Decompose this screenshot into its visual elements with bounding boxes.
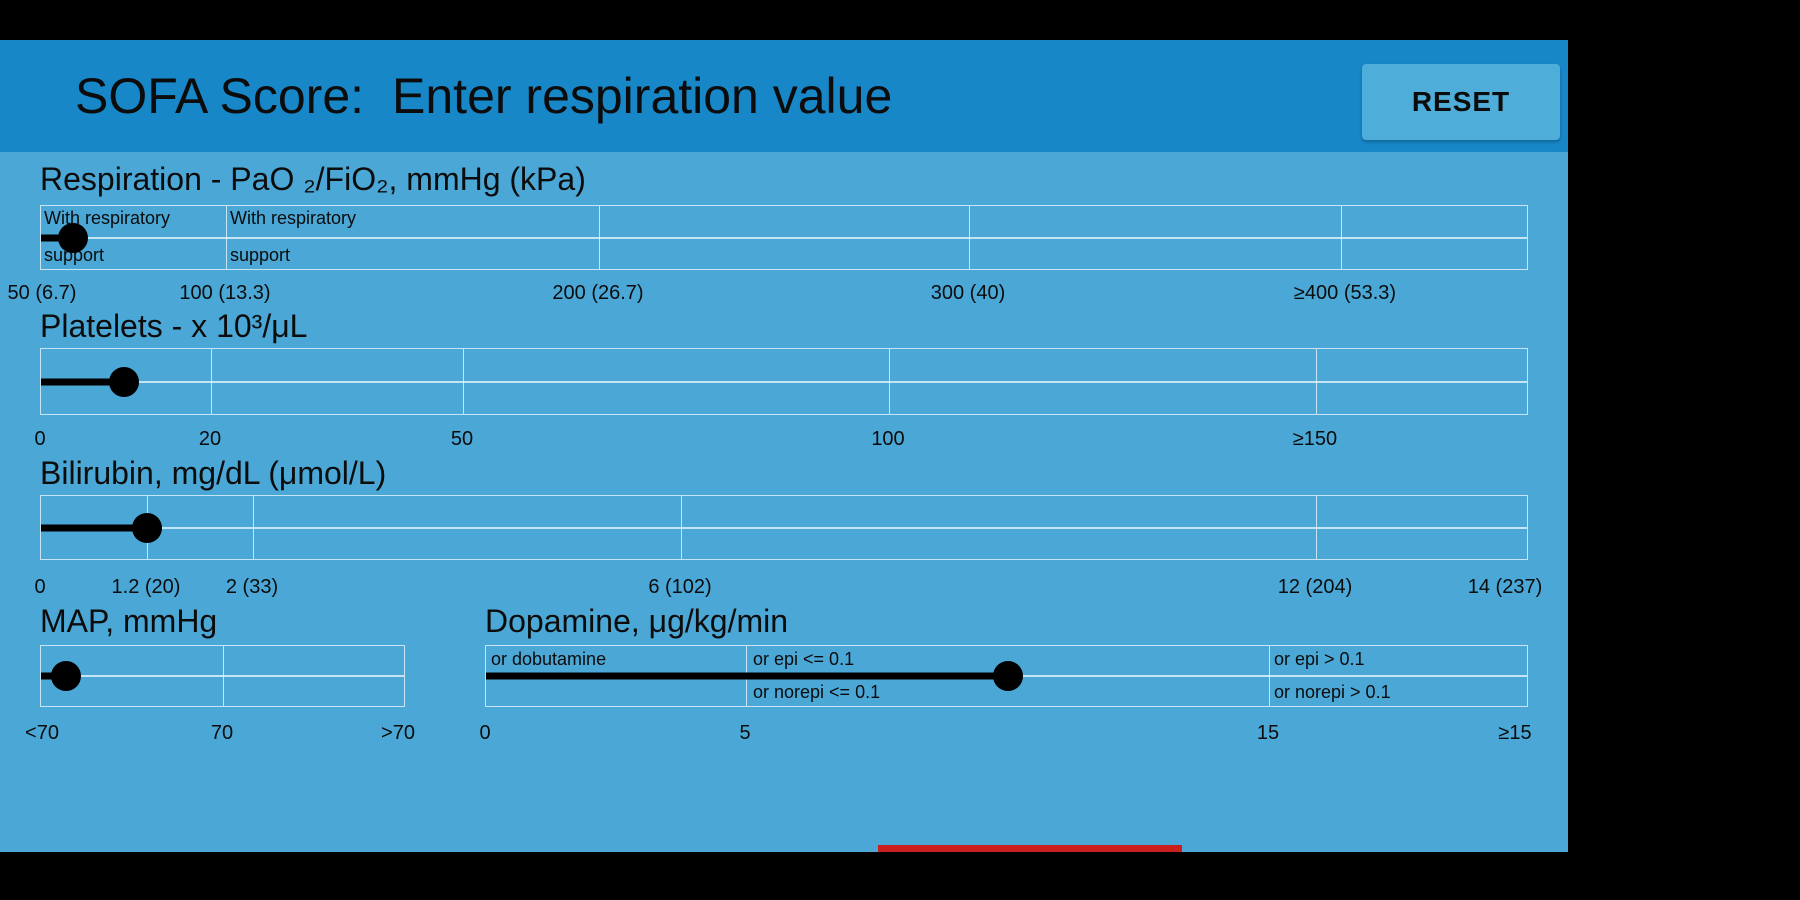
segment-label: support	[230, 245, 291, 265]
bilirubin-slider[interactable]	[40, 495, 1528, 560]
map-title: MAP, mmHg	[40, 603, 218, 639]
tick-label: ≥400 (53.3)	[1293, 282, 1397, 304]
tick-label: 12 (204)	[1277, 576, 1353, 598]
tick-label: 70	[210, 722, 234, 744]
tick-label: 1.2 (20)	[111, 576, 181, 598]
reset-button[interactable]: RESET	[1362, 64, 1560, 140]
dopamine-title: Dopamine, μg/kg/min	[485, 603, 789, 639]
header-status-text: Enter respiration value	[392, 68, 893, 124]
segment-label: or epi <= 0.1	[753, 649, 855, 669]
slider-thumb[interactable]	[132, 512, 162, 543]
slider-thumb[interactable]	[58, 222, 88, 253]
tick-label: 6 (102)	[648, 576, 712, 598]
segment-label: or dobutamine	[491, 649, 607, 669]
tick-label: 14 (237)	[1467, 576, 1543, 598]
tick-label: 0	[34, 576, 46, 598]
letterbox-right	[1568, 40, 1800, 852]
tick-label: 0	[34, 428, 46, 450]
map-slider[interactable]	[40, 645, 405, 707]
segment-label: or norepi <= 0.1	[753, 682, 881, 702]
tick-label: 0	[479, 722, 491, 744]
tick-label: 200 (26.7)	[552, 282, 644, 304]
red-progress-bar	[878, 845, 1182, 852]
tick-label: ≥150	[1292, 428, 1338, 450]
sofa-app-window: SOFA Score: Enter respiration value RESE…	[0, 40, 1568, 852]
bottom-ticks: <70 70 >70 0 5 15 ≥15	[0, 722, 1568, 746]
page-title: SOFA Score: Enter respiration value	[75, 40, 892, 152]
tick-label: 50 (6.7)	[7, 282, 77, 304]
tick-label: 20	[198, 428, 222, 450]
tick-label: 50	[450, 428, 474, 450]
bilirubin-title: Bilirubin, mg/dL (μmol/L)	[40, 455, 387, 491]
segment-label: support	[44, 245, 105, 265]
tick-label: 100 (13.3)	[179, 282, 271, 304]
content-area: Respiration - PaO ₂/FiO₂, mmHg (kPa) Wit…	[0, 152, 1568, 852]
tick-label: 2 (33)	[225, 576, 279, 598]
segment-label: With respiratory	[230, 208, 357, 228]
dopamine-slider[interactable]: or dobutamine or epi <= 0.1 or norepi <=…	[485, 645, 1528, 707]
slider-track	[41, 236, 1527, 239]
segment-label: or norepi > 0.1	[1274, 682, 1391, 702]
slider-track	[41, 675, 404, 677]
tick-label: 100	[871, 428, 905, 450]
slider-thumb[interactable]	[993, 661, 1023, 691]
slider-fill	[41, 378, 124, 385]
nav-bar-black	[0, 852, 1800, 900]
tick-label: 15	[1256, 722, 1280, 744]
tick-label: >70	[381, 722, 415, 744]
slider-track	[41, 380, 1527, 383]
slider-fill	[41, 524, 147, 531]
respiration-slider[interactable]: With respiratory support With respirator…	[40, 205, 1528, 270]
slider-thumb[interactable]	[51, 661, 81, 691]
slider-fill	[41, 234, 73, 241]
bilirubin-ticks: 0 1.2 (20) 2 (33) 6 (102) 12 (204) 14 (2…	[0, 576, 1568, 600]
app-header: SOFA Score: Enter respiration value RESE…	[0, 40, 1568, 152]
slider-thumb[interactable]	[109, 366, 139, 397]
tick-label: <70	[25, 722, 59, 744]
platelets-title: Platelets - x 10³/μL	[40, 308, 308, 344]
platelets-ticks: 0 20 50 100 ≥150	[0, 428, 1568, 452]
respiration-title: Respiration - PaO ₂/FiO₂, mmHg (kPa)	[40, 161, 586, 197]
platelets-slider[interactable]	[40, 348, 1528, 415]
respiration-ticks: 50 (6.7) 100 (13.3) 200 (26.7) 300 (40) …	[0, 282, 1568, 306]
tick-label: 300 (40)	[930, 282, 1006, 304]
slider-fill	[486, 672, 1008, 680]
segment-label: or epi > 0.1	[1274, 649, 1365, 669]
slider-track	[41, 526, 1527, 529]
app-title: SOFA Score:	[75, 68, 365, 124]
tick-label: ≥15	[1498, 722, 1532, 744]
tick-label: 5	[739, 722, 751, 744]
status-bar-black	[0, 0, 1800, 40]
